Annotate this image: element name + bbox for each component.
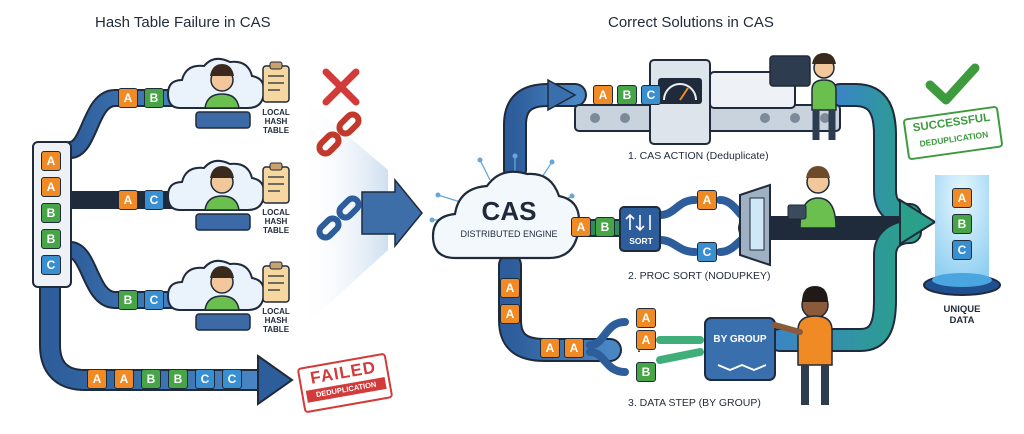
data-box-a: A	[87, 369, 107, 389]
data-box-a: A	[952, 188, 972, 208]
left-flow-arrows	[39, 89, 273, 391]
data-box-c: C	[222, 369, 242, 389]
operator-1	[811, 53, 837, 140]
data-box-c: C	[641, 85, 661, 105]
data-box-c: C	[144, 190, 164, 210]
right-title: Correct Solutions in CAS	[608, 14, 774, 31]
clipboard-icon	[262, 261, 290, 303]
filter-gate	[739, 183, 771, 267]
data-box-b: B	[144, 88, 164, 108]
hash-table-label: LOCAL HASH TABLE	[262, 208, 290, 235]
data-box-b: B	[118, 290, 138, 310]
operator-3	[772, 286, 833, 405]
data-box-a: A	[500, 304, 520, 324]
label-cas-action: 1. CAS ACTION (Deduplicate)	[628, 150, 769, 162]
data-box-a: A	[571, 217, 591, 237]
bygroup-label: BY GROUP	[713, 334, 767, 345]
data-box-a: A	[500, 278, 520, 298]
funnel-arrow	[361, 177, 423, 249]
data-box-c: C	[41, 255, 61, 275]
unique-data-label: UNIQUE DATA	[943, 304, 981, 326]
engine-subtitle: DISTRIBUTED ENGINE	[460, 229, 558, 239]
data-box-b: B	[141, 369, 161, 389]
bygroup-box	[704, 317, 776, 381]
data-box-a: A	[564, 338, 584, 358]
operator-2	[787, 166, 837, 229]
failure-x-icon	[322, 68, 360, 106]
data-box-a: A	[118, 88, 138, 108]
clipboard-icon	[262, 162, 290, 204]
label-proc-sort: 2. PROC SORT (NODUPKEY)	[628, 270, 771, 282]
data-box-c: C	[952, 240, 972, 260]
data-box-c: C	[144, 290, 164, 310]
worker-2	[166, 159, 266, 231]
hash-table-label: LOCAL HASH TABLE	[262, 307, 290, 334]
top-arrow-head	[547, 78, 577, 112]
data-box-a: A	[593, 85, 613, 105]
data-box-a: A	[41, 151, 61, 171]
clipboard-icon	[262, 61, 290, 103]
sort-label: SORT	[629, 236, 653, 246]
data-box-b: B	[636, 362, 656, 382]
data-box-c: C	[697, 242, 717, 262]
engine-title: CAS	[481, 196, 537, 226]
left-title: Hash Table Failure in CAS	[95, 14, 271, 31]
data-box-a: A	[118, 190, 138, 210]
data-box-b: B	[617, 85, 637, 105]
data-box-a: A	[636, 308, 656, 328]
hash-table-label: LOCAL HASH TABLE	[262, 108, 290, 135]
output-arrow-head	[899, 198, 937, 246]
worker-3	[166, 259, 266, 331]
success-check-icon	[925, 63, 980, 105]
broken-link-icon	[316, 111, 362, 157]
dedup-machine	[574, 55, 841, 145]
label-data-step: 3. DATA STEP (BY GROUP)	[628, 397, 761, 409]
broken-link-icon	[316, 195, 362, 241]
data-box-a: A	[540, 338, 560, 358]
data-box-b: B	[41, 203, 61, 223]
data-box-b: B	[168, 369, 188, 389]
bottom-arrow-head	[257, 354, 294, 406]
worker-1	[166, 57, 266, 129]
data-box-a: A	[114, 369, 134, 389]
data-box-a: A	[697, 190, 717, 210]
data-box-a: A	[41, 177, 61, 197]
data-box-b: B	[41, 229, 61, 249]
data-box-b: B	[952, 214, 972, 234]
sort-box	[619, 206, 661, 252]
data-box-b: B	[595, 217, 615, 237]
data-box-a: A	[636, 330, 656, 350]
data-box-c: C	[195, 369, 215, 389]
